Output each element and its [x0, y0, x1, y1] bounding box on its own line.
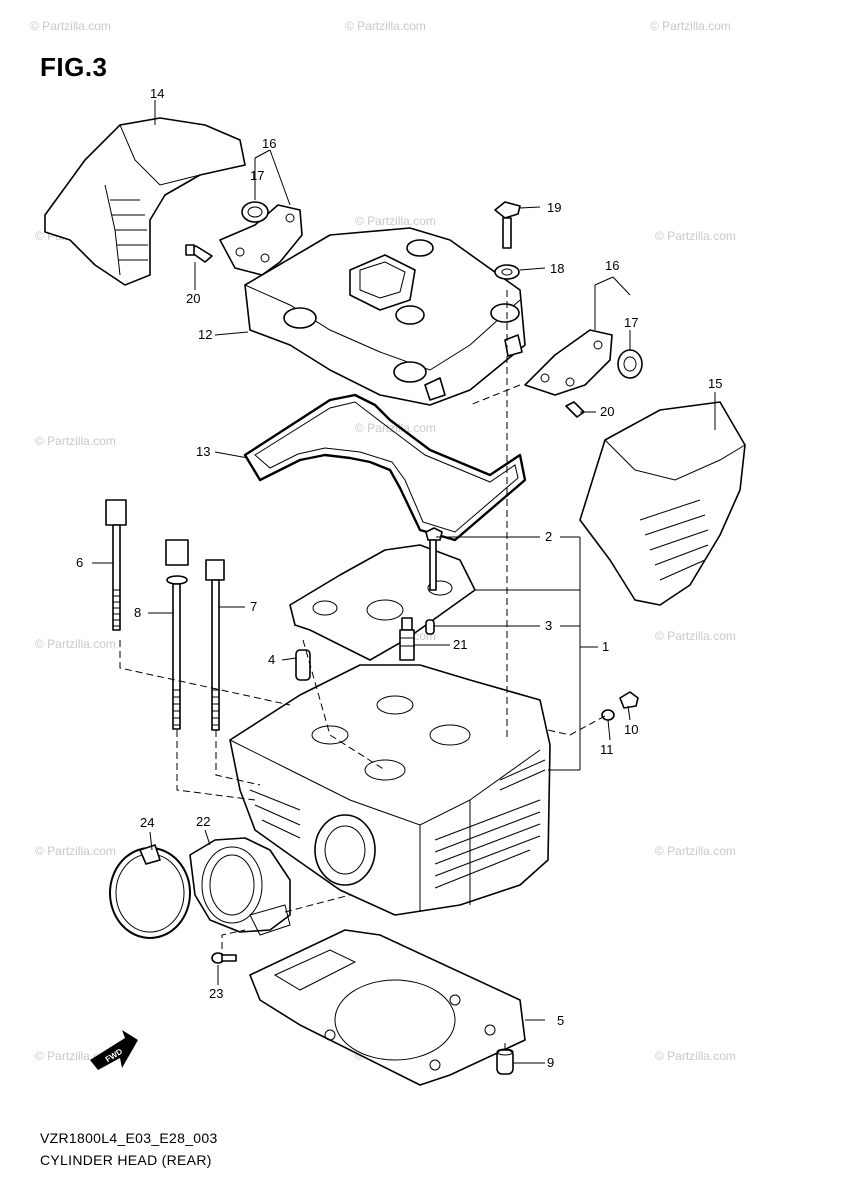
callout-12: 12 — [198, 327, 212, 342]
part-22-intake-pipe — [189, 837, 291, 936]
callout-20: 20 — [600, 404, 614, 419]
part-3-dowel — [425, 619, 435, 635]
watermark: © Partzilla.com — [35, 844, 116, 858]
callout-18: 18 — [550, 261, 564, 276]
part-17-damper-left — [241, 201, 269, 223]
part-7-bolt — [205, 559, 225, 731]
callout-17: 17 — [624, 315, 638, 330]
part-5-gasket — [249, 929, 526, 1086]
part-11-washer — [601, 709, 615, 721]
callout-11: 11 — [600, 742, 614, 757]
part-1-camshaft-holder — [289, 544, 476, 661]
part-6-bolt — [105, 499, 127, 631]
part-17-damper-right — [617, 349, 643, 379]
part-20-bolt-right — [565, 401, 585, 418]
callout-8: 8 — [134, 605, 141, 620]
callout-14: 14 — [150, 86, 164, 101]
part-9-dowel — [496, 1048, 514, 1075]
part-12-head-cover — [244, 227, 526, 406]
callout-15: 15 — [708, 376, 722, 391]
callout-6: 6 — [76, 555, 83, 570]
part-16-bracket-right — [524, 329, 613, 396]
part-15-cover-right — [579, 401, 746, 606]
watermark: © Partzilla.com — [345, 19, 426, 33]
figure-title: FIG.3 — [40, 52, 108, 82]
leader-lines — [92, 100, 716, 1064]
diagram-code: VZR1800L4_E03_E28_003 — [40, 1130, 218, 1146]
callout-labels: 14 16 17 20 12 19 18 16 17 20 15 13 6 8 … — [76, 86, 722, 1070]
callout-16: 16 — [262, 136, 276, 151]
watermark: © Partzilla.com — [650, 19, 731, 33]
callout-13: 13 — [196, 444, 210, 459]
callout-22: 22 — [196, 814, 210, 829]
watermark: © Partzilla.com — [30, 19, 111, 33]
callout-17: 17 — [250, 168, 264, 183]
part-8-bolt — [165, 539, 189, 730]
part-19-bolt — [494, 201, 521, 249]
callout-1: 1 — [602, 639, 609, 654]
part-23-screw — [211, 952, 237, 964]
part-18-seal — [494, 264, 520, 280]
part-14-cover-left — [44, 117, 246, 286]
part-13-gasket — [243, 393, 527, 542]
callout-21: 21 — [453, 637, 467, 652]
watermark: © Partzilla.com — [355, 421, 436, 435]
assembly-lines — [119, 290, 606, 1050]
callout-16: 16 — [605, 258, 619, 273]
callout-9: 9 — [547, 1055, 554, 1070]
diagram-name: CYLINDER HEAD (REAR) — [40, 1152, 212, 1168]
callout-24: 24 — [140, 815, 154, 830]
watermark: © Partzilla.com — [655, 629, 736, 643]
part-4-valve-guide — [295, 649, 311, 681]
part-24-clamp — [109, 844, 191, 939]
callout-19: 19 — [547, 200, 561, 215]
watermark: © Partzilla.com — [655, 844, 736, 858]
watermark: © Partzilla.com — [355, 214, 436, 228]
watermark: © Partzilla.com — [655, 229, 736, 243]
callout-10: 10 — [624, 722, 638, 737]
part-10-plug — [619, 691, 639, 709]
callout-4: 4 — [268, 652, 275, 667]
callout-3: 3 — [545, 618, 552, 633]
callout-2: 2 — [545, 529, 552, 544]
watermark: © Partzilla.com — [35, 434, 116, 448]
part-20-bolt-left — [185, 244, 213, 263]
part-21-spark-plug — [399, 617, 415, 661]
watermark: © Partzilla.com — [655, 1049, 736, 1063]
part-1-cylinder-head — [229, 664, 551, 916]
callout-5: 5 — [557, 1013, 564, 1028]
callout-23: 23 — [209, 986, 223, 1001]
callout-20: 20 — [186, 291, 200, 306]
callout-7: 7 — [250, 599, 257, 614]
watermark: © Partzilla.com — [35, 637, 116, 651]
